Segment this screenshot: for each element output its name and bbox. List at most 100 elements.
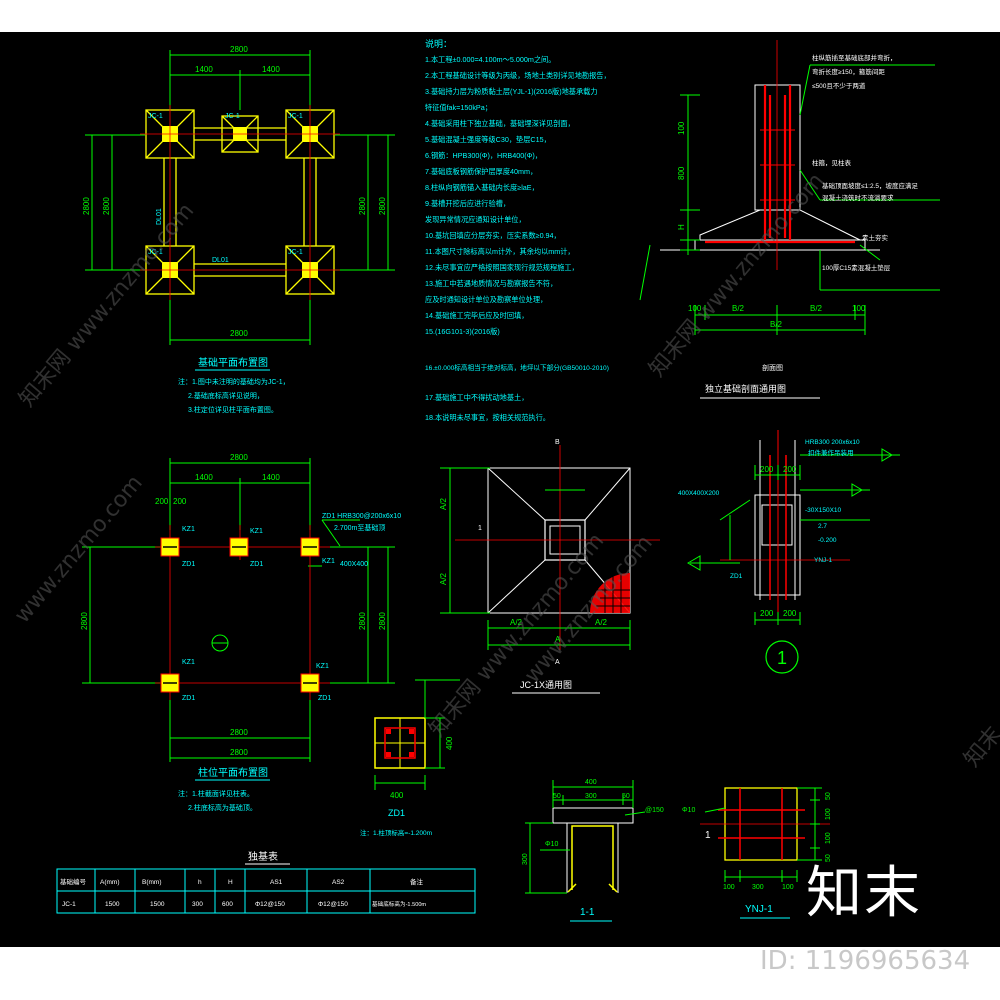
zd1-note: 注：1.柱顶标高=-1.200m	[360, 828, 432, 837]
dim-text: B/2	[810, 304, 823, 313]
table-cell: 1500	[105, 901, 120, 908]
dim-text: 200	[760, 609, 774, 618]
dim-text: 100	[688, 304, 702, 313]
note-line: 8.柱纵向钢筋锚入基础内长度≥laE，	[425, 183, 539, 192]
column-callout: 400X400	[340, 561, 368, 568]
table-header: A(mm)	[100, 879, 120, 886]
detail-note: 柱纵筋插至基础底部并弯折，	[812, 53, 897, 62]
dim-text: 300	[585, 793, 597, 800]
side-label: 1	[705, 830, 711, 841]
dim-text: 400	[585, 779, 597, 786]
beam-label: DL01	[156, 208, 163, 225]
node-label: ZD1	[730, 573, 743, 580]
footing-label: JC-1	[225, 113, 240, 120]
foundation-axes	[140, 105, 340, 300]
note-line: 2.本工程基础设计等级为丙级，场地土类别详见地勘报告，	[425, 71, 611, 80]
section-caption: 1-1	[580, 907, 595, 918]
table-header: AS1	[270, 879, 283, 886]
detail-note: 柱箍，见柱表	[812, 158, 852, 167]
plan-caption: 基础平面布置图	[198, 356, 268, 369]
node-callout: 400X400X200	[678, 490, 720, 497]
zd-label: ZD1	[318, 695, 331, 702]
detail-note: ≤500且不少于两道	[812, 81, 866, 90]
table-cell: 1500	[150, 901, 165, 908]
dim-text: 2800	[230, 453, 248, 462]
dim-text: 2800	[102, 197, 111, 215]
note-line: 11.本图尺寸除标高以m计外，其余均以mm计，	[425, 247, 575, 256]
column-label: KZ1	[322, 558, 335, 565]
dim-text: 2800	[82, 197, 91, 215]
dim-text: 2800	[80, 612, 89, 630]
zd-label: ZD1	[250, 561, 263, 568]
column-label: KZ1	[250, 528, 263, 535]
table-header: AS2	[332, 879, 345, 886]
dim-text: 1400	[262, 473, 280, 482]
plan-note: 3.柱定位详见柱平面布置图。	[188, 405, 278, 414]
dim-text: 1400	[195, 65, 213, 74]
column-label: KZ1	[182, 526, 195, 533]
rebar-label: Φ10	[682, 807, 695, 814]
table-header: B(mm)	[142, 879, 162, 886]
dim-text: 2800	[230, 45, 248, 54]
column-label: KZ1	[182, 659, 195, 666]
plan-note: 2.柱底标高为基础顶。	[188, 803, 257, 812]
cad-drawing: 2800 1400 1400 2800 2800 2800 2800 2800 …	[56, 38, 940, 922]
dim-text: 400	[445, 736, 454, 750]
note-line: 9.基槽开挖后应进行验槽，	[425, 199, 510, 208]
dim-text: 100	[677, 121, 686, 135]
column-post-marks	[163, 546, 317, 684]
dim-text: 100	[723, 884, 735, 891]
dim-text: 200	[783, 609, 797, 618]
dim-text: 200	[155, 497, 169, 506]
note-line: 13.施工中若遇地质情况与勘察报告不符，	[425, 279, 557, 288]
column-callout: 2.700m至基础顶	[334, 523, 385, 532]
dim-text: 2800	[230, 329, 248, 338]
dim-text: 200	[783, 465, 797, 474]
node-callout: HRB300 200x6x10	[805, 439, 860, 446]
dim-text: 50	[553, 793, 561, 800]
footing-label: JC-1	[148, 113, 163, 120]
zd1-label: ZD1	[388, 808, 405, 818]
dim-text: A/2	[439, 497, 448, 510]
note-line: 12.未尽事宜应严格按照国家现行规范规程施工，	[425, 263, 579, 272]
dim-text: 100	[825, 808, 832, 820]
table-cell: 600	[222, 901, 233, 908]
detail-note: 弯折长度≥150，箍筋间距	[812, 67, 885, 76]
note-line: 1.本工程±0.000=4.100m～5.000m之间。	[425, 55, 555, 64]
ynj-1-detail: 50 100 100 50 100 300 100 Φ10 1 YNJ-1	[682, 787, 832, 919]
dim-text: 800	[677, 166, 686, 180]
drawing-sheet: 2800 1400 1400 2800 2800 2800 2800 2800 …	[0, 32, 1000, 947]
footing-label: JC-1	[288, 113, 303, 120]
dim-text: 200	[173, 497, 187, 506]
dim-text: A/2	[439, 572, 448, 585]
dim-text: 50	[825, 854, 832, 862]
dim-text: 300	[752, 884, 764, 891]
general-notes: 说明： 1.本工程±0.000=4.100m～5.000m之间。 2.本工程基础…	[425, 38, 611, 422]
table-cell: JC-1	[62, 901, 76, 908]
note-line: 应及时通知设计单位及勘察单位处理，	[425, 295, 547, 304]
beam-label: DL01	[212, 257, 229, 264]
note-line: 14.基础施工完毕后应及时回填，	[425, 311, 528, 320]
dim-text: 2800	[378, 612, 387, 630]
node-label: YNJ-1	[814, 557, 832, 564]
section-detail: 100 800 H 100 B/2 B/2 100 B/2 柱纵筋插至基础底部并…	[639, 40, 940, 399]
zd-label: ZD1	[182, 561, 195, 568]
section-caption: YNJ-1	[745, 904, 773, 915]
note-line: 5.基础混凝土强度等级C30，垫层C15，	[425, 135, 551, 144]
note-line: 发现异常情况应通知设计单位，	[425, 215, 526, 224]
dim-text: 2800	[358, 612, 367, 630]
table-header: 备注	[410, 877, 424, 886]
plan-note: 2.基础底标高详见说明，	[188, 391, 264, 400]
node-elev: -0.200	[818, 537, 837, 544]
note-line: 3.基础持力层为粉质黏土层(YJL-1)(2016版)地基承载力	[425, 87, 598, 96]
dim-text: 1400	[262, 65, 280, 74]
node-callout: 扣件兼作吊装用	[808, 448, 854, 457]
plan-caption: 柱位平面布置图	[198, 766, 268, 779]
dim-text: 1400	[195, 473, 213, 482]
note-line: 18.本说明未尽事宜，按相关规范执行。	[425, 413, 550, 422]
rebar-label: Φ10	[545, 841, 558, 848]
note-line: 4.基础采用柱下独立基础，基础埋深详见剖面，	[425, 119, 575, 128]
node-callout: -30X150X10	[805, 507, 842, 514]
note-line: 16.±0.000标高相当于绝对标高，地坪以下部分(GB50010-2010)	[425, 363, 609, 372]
detail-caption: JC-1X通用图	[520, 680, 572, 690]
